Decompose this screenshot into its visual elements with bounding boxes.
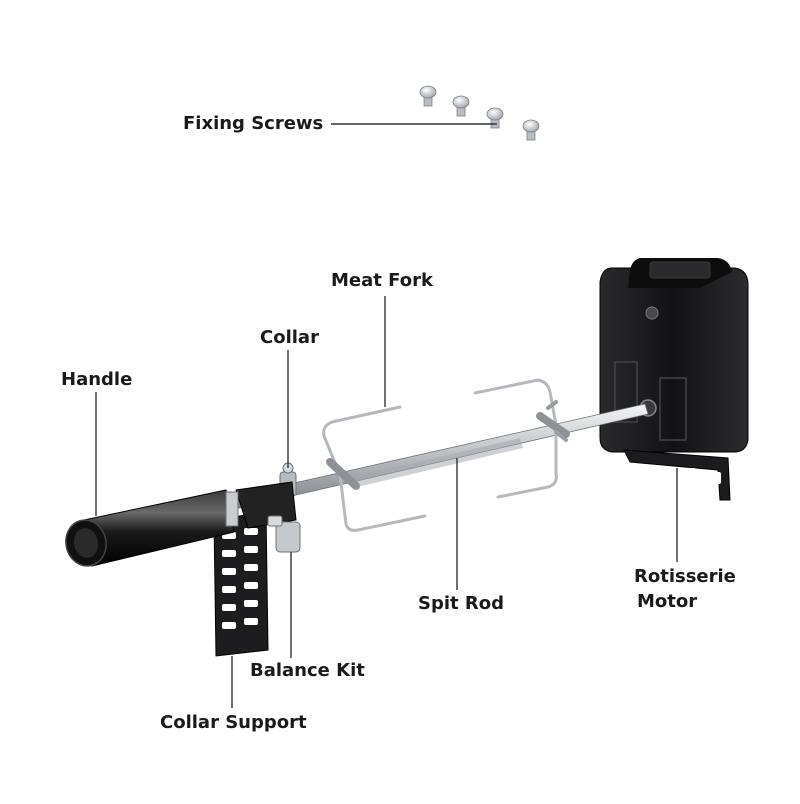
label-rotisserie-motor-line1: Rotisserie [634,566,736,587]
fixing-screws [419,85,540,141]
handle [65,489,239,567]
balance-kit [267,515,301,553]
screw-icon [486,107,504,129]
screw-icon [522,119,540,141]
screw-icon [419,85,437,107]
label-fixing-screws: Fixing Screws [183,113,324,134]
label-spit-rod: Spit Rod [418,593,505,614]
meat-fork-right [473,378,570,499]
label-balance-kit: Balance Kit [250,660,365,681]
rotisserie-motor [599,258,749,501]
meat-fork-left [322,405,427,532]
label-rotisserie-motor-line2: Motor [637,591,698,612]
screw-icon [452,95,470,117]
leader-lines [95,123,678,708]
label-collar: Collar [260,327,319,348]
label-meat-fork: Meat Fork [331,270,433,291]
label-collar-support: Collar Support [160,712,307,733]
label-handle: Handle [61,369,133,390]
